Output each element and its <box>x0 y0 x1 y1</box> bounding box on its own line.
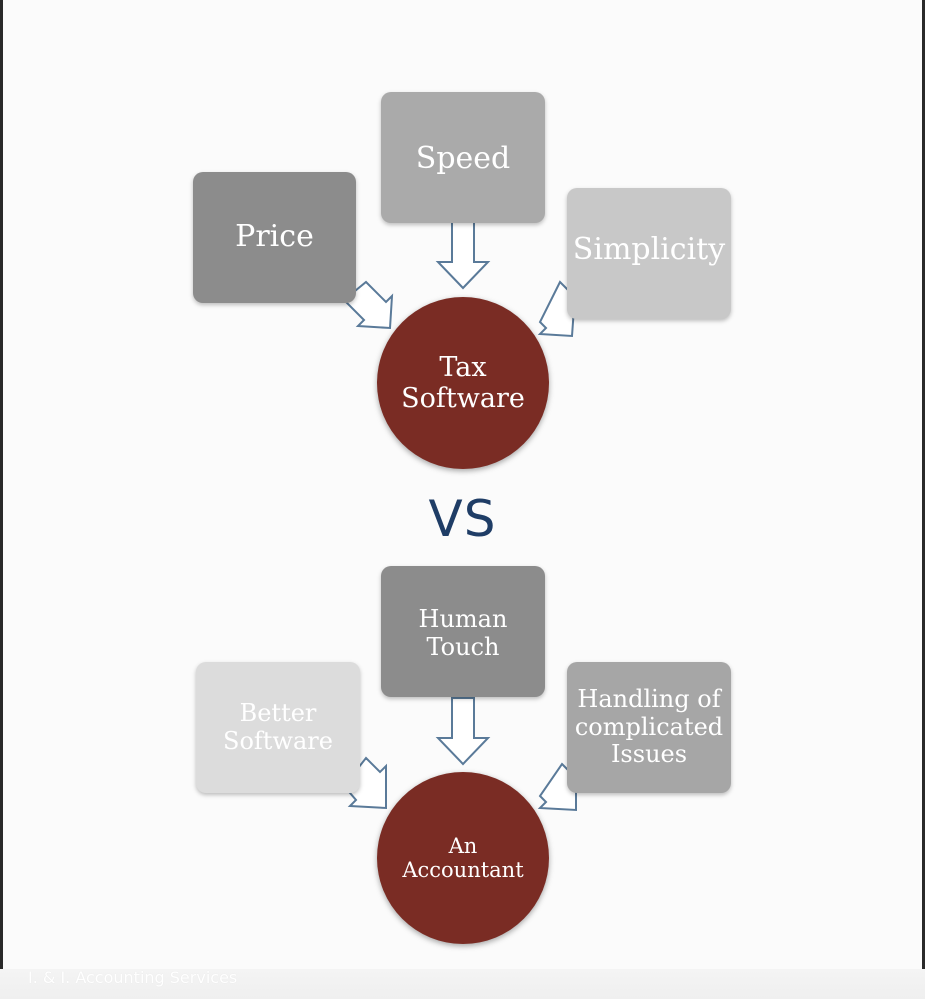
box-better-software: Better Software <box>196 662 360 793</box>
box-better-software-line1: Better <box>239 698 317 727</box>
footer-strip <box>0 969 925 999</box>
footer-caption: I. & I. Accounting Services <box>28 968 238 987</box>
box-speed-label: Speed <box>415 141 511 176</box>
box-human-touch: Human Touch <box>381 566 545 697</box>
box-simplicity: Simplicity <box>567 188 731 319</box>
box-price-label: Price <box>235 219 314 255</box>
left-border <box>0 0 3 999</box>
box-handling-issues-line2: complicated <box>574 712 724 741</box>
arrow-speed-to-tax <box>435 221 491 290</box>
box-better-software-line2: Software <box>223 726 333 755</box>
box-handling-issues: Handling of complicated Issues <box>567 662 731 793</box>
box-price: Price <box>193 172 356 303</box>
right-border <box>922 0 925 999</box>
vs-label: VS <box>428 490 497 548</box>
circle-tax-software-line1: Tax <box>439 352 487 383</box>
box-human-touch-line2: Touch <box>426 632 500 661</box>
box-handling-issues-line1: Handling of <box>577 685 721 714</box>
circle-tax-software-line2: Software <box>401 383 525 414</box>
circle-accountant-line1: An <box>448 834 478 858</box>
circle-accountant-line2: Accountant <box>402 858 524 882</box>
box-handling-issues-line3: Issues <box>610 740 688 769</box>
box-speed: Speed <box>381 92 545 223</box>
box-simplicity-label: Simplicity <box>572 232 726 268</box>
arrow-human-to-accountant <box>435 697 491 766</box>
circle-accountant: An Accountant <box>377 772 549 944</box>
box-human-touch-line1: Human <box>418 605 508 633</box>
circle-tax-software: Tax Software <box>377 297 549 469</box>
